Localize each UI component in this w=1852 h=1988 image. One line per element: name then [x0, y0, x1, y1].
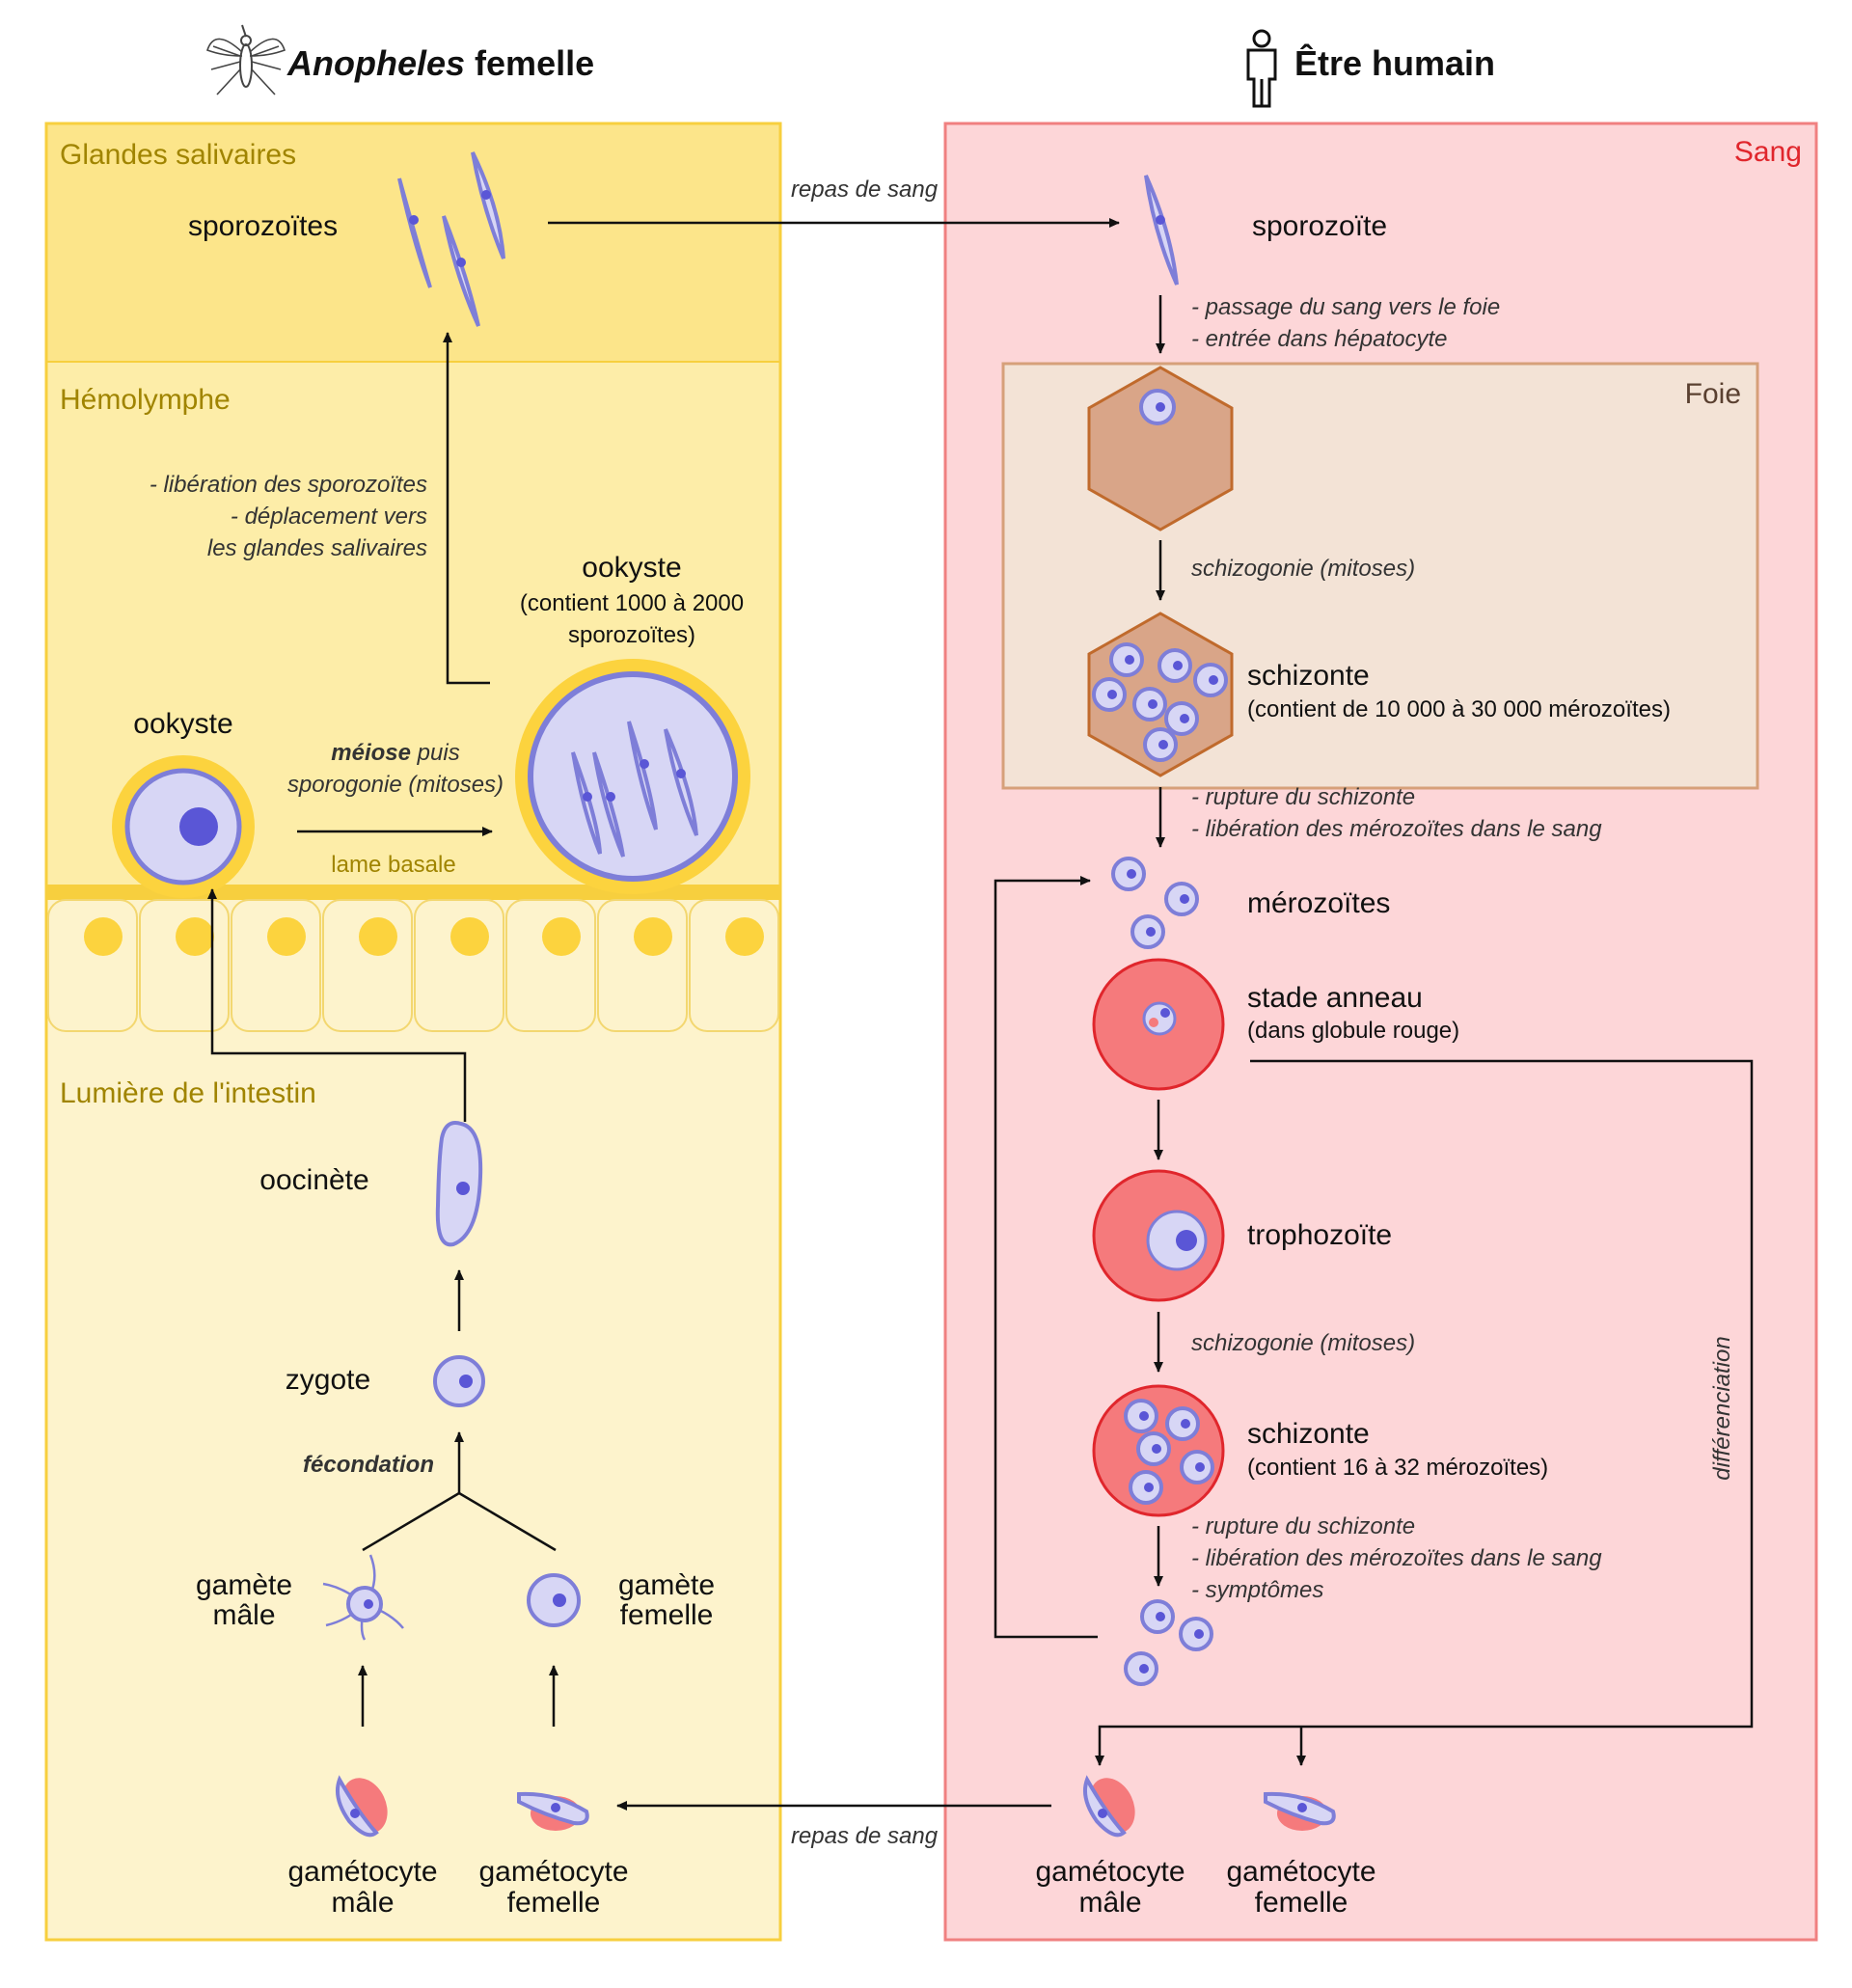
human-gametocyte-male-label-2: mâle	[1078, 1887, 1141, 1919]
gut-zone	[46, 885, 780, 1940]
oocyst-small-label: ookyste	[133, 708, 232, 740]
oocyst-big-detail-2: sporozoïtes)	[568, 622, 695, 648]
mosquito-gametocyte-female-label-2: femelle	[507, 1887, 601, 1919]
liver-schizogony-label: schizogonie (mitoses)	[1191, 556, 1415, 582]
ookinete-label: oocinète	[259, 1164, 368, 1196]
release-note-3: les glandes salivaires	[207, 535, 427, 561]
ring-stage-title: stade anneau	[1247, 982, 1423, 1014]
human-sporozoite-label: sporozoïte	[1252, 210, 1387, 242]
mosquito-gametocyte-male-label-2: mâle	[331, 1887, 394, 1919]
ring-stage-detail: (dans globule rouge)	[1247, 1018, 1459, 1044]
gamete-female	[527, 1573, 581, 1627]
gut-zone-label: Lumière de l'intestin	[60, 1077, 316, 1109]
mosquito-title-italic: Anopheles	[286, 43, 465, 83]
human-gametocyte-male-label-1: gamétocyte	[1035, 1856, 1185, 1888]
blood-meal-bottom-label: repas de sang	[791, 1823, 939, 1849]
blood-zone-label: Sang	[1734, 136, 1802, 168]
mosquito-panel-border	[44, 122, 782, 1942]
arrow-oocyst-to-glands	[443, 332, 490, 685]
ring-stage	[1092, 958, 1225, 1091]
mosquito-gametocyte-female	[517, 1791, 589, 1831]
zygote	[433, 1355, 485, 1407]
blood-meal-top-label: repas de sang	[791, 177, 939, 203]
human-gametocyte-male	[1083, 1775, 1135, 1838]
differentiation-label: différenciation	[1709, 1336, 1735, 1480]
blood-schizont-detail: (contient 16 à 32 mérozoïtes)	[1247, 1455, 1548, 1481]
rupture-note-2a: - rupture du schizonte	[1191, 1513, 1415, 1539]
mosquito-gametocyte-male	[336, 1775, 388, 1838]
arrow-differentiation	[1095, 1059, 1754, 1766]
gamete-female-label-2: femelle	[620, 1599, 714, 1631]
blood-schizont	[1092, 1384, 1225, 1517]
gamete-male-label-1: gamète	[196, 1569, 292, 1601]
gamete-female-label-1: gamète	[618, 1569, 715, 1601]
merozoites-top	[1111, 857, 1199, 949]
passage-note-2: - entrée dans hépatocyte	[1191, 326, 1448, 352]
meiosis-bold: méiose	[331, 740, 411, 766]
human-icon	[1246, 29, 1277, 108]
human-gametocyte-female	[1264, 1791, 1336, 1831]
arrow-merozoite-recycle	[994, 876, 1098, 1639]
oocyst-big-detail-1: (contient 1000 à 2000	[520, 590, 744, 616]
human-gametocyte-female-label-2: femelle	[1255, 1887, 1348, 1919]
meiosis-rest: puis	[417, 740, 460, 766]
rupture-note-1a: - rupture du schizonte	[1191, 784, 1415, 810]
liver-schizont	[1087, 612, 1234, 777]
trophozoite-label: trophozoïte	[1247, 1219, 1392, 1251]
oocyst-big-title: ookyste	[582, 552, 681, 584]
fertilization-merge-lines	[362, 1491, 557, 1552]
rupture-note-1b: - libération des mérozoïtes dans le sang	[1191, 816, 1602, 842]
passage-note-1: - passage du sang vers le foie	[1191, 294, 1500, 320]
sporozoites-group	[397, 151, 505, 327]
human-sporozoite	[1144, 175, 1179, 286]
human-gametocyte-female-label-1: gamétocyte	[1226, 1856, 1375, 1888]
salivary-zone-label: Glandes salivaires	[60, 139, 296, 171]
zygote-label: zygote	[286, 1364, 370, 1396]
meiosis-label: méiose puis	[331, 740, 459, 766]
liver-schizont-detail: (contient de 10 000 à 30 000 mérozoïtes)	[1247, 696, 1671, 722]
gamete-male	[322, 1554, 404, 1641]
gamete-male-label-2: mâle	[212, 1599, 275, 1631]
arrow-ookinete-to-oocyst	[207, 888, 467, 1122]
mosquito-gametocyte-female-label-1: gamétocyte	[478, 1856, 628, 1888]
mosquito-gametocyte-male-label-1: gamétocyte	[287, 1856, 437, 1888]
oocyst-big	[515, 659, 750, 894]
oocyst-small	[112, 755, 255, 898]
sporogony-label: sporogonie (mitoses)	[287, 772, 504, 798]
blood-schizont-title: schizonte	[1247, 1418, 1370, 1450]
ookinete	[435, 1121, 483, 1247]
rupture-note-2b: - libération des mérozoïtes dans le sang	[1191, 1545, 1602, 1571]
liver-zone-label: Foie	[1685, 378, 1741, 410]
human-title: Être humain	[1294, 42, 1495, 83]
liver-schizont-title: schizonte	[1247, 660, 1370, 692]
fertilization-label: fécondation	[303, 1452, 434, 1478]
mosquito-title-rest: femelle	[475, 43, 594, 83]
hemolymph-zone-label: Hémolymphe	[60, 384, 231, 416]
blood-schizogony-label: schizogonie (mitoses)	[1191, 1330, 1415, 1356]
mosquito-title: Anopheles femelle	[286, 43, 594, 83]
release-note-1: - libération des sporozoïtes	[150, 472, 427, 498]
merozoites-label: mérozoïtes	[1247, 887, 1390, 919]
release-note-2: - déplacement vers	[231, 504, 427, 530]
rupture-note-2c: - symptômes	[1191, 1577, 1323, 1603]
salivary-zone	[46, 123, 780, 362]
hepatocyte	[1087, 366, 1234, 531]
basal-lamina-label: lame basale	[331, 852, 455, 878]
sporozoites-label: sporozoïtes	[188, 210, 338, 242]
trophozoite	[1092, 1169, 1225, 1302]
gut-epithelium	[47, 899, 779, 1032]
mosquito-icon	[205, 24, 286, 95]
merozoites-bottom	[1124, 1599, 1213, 1686]
